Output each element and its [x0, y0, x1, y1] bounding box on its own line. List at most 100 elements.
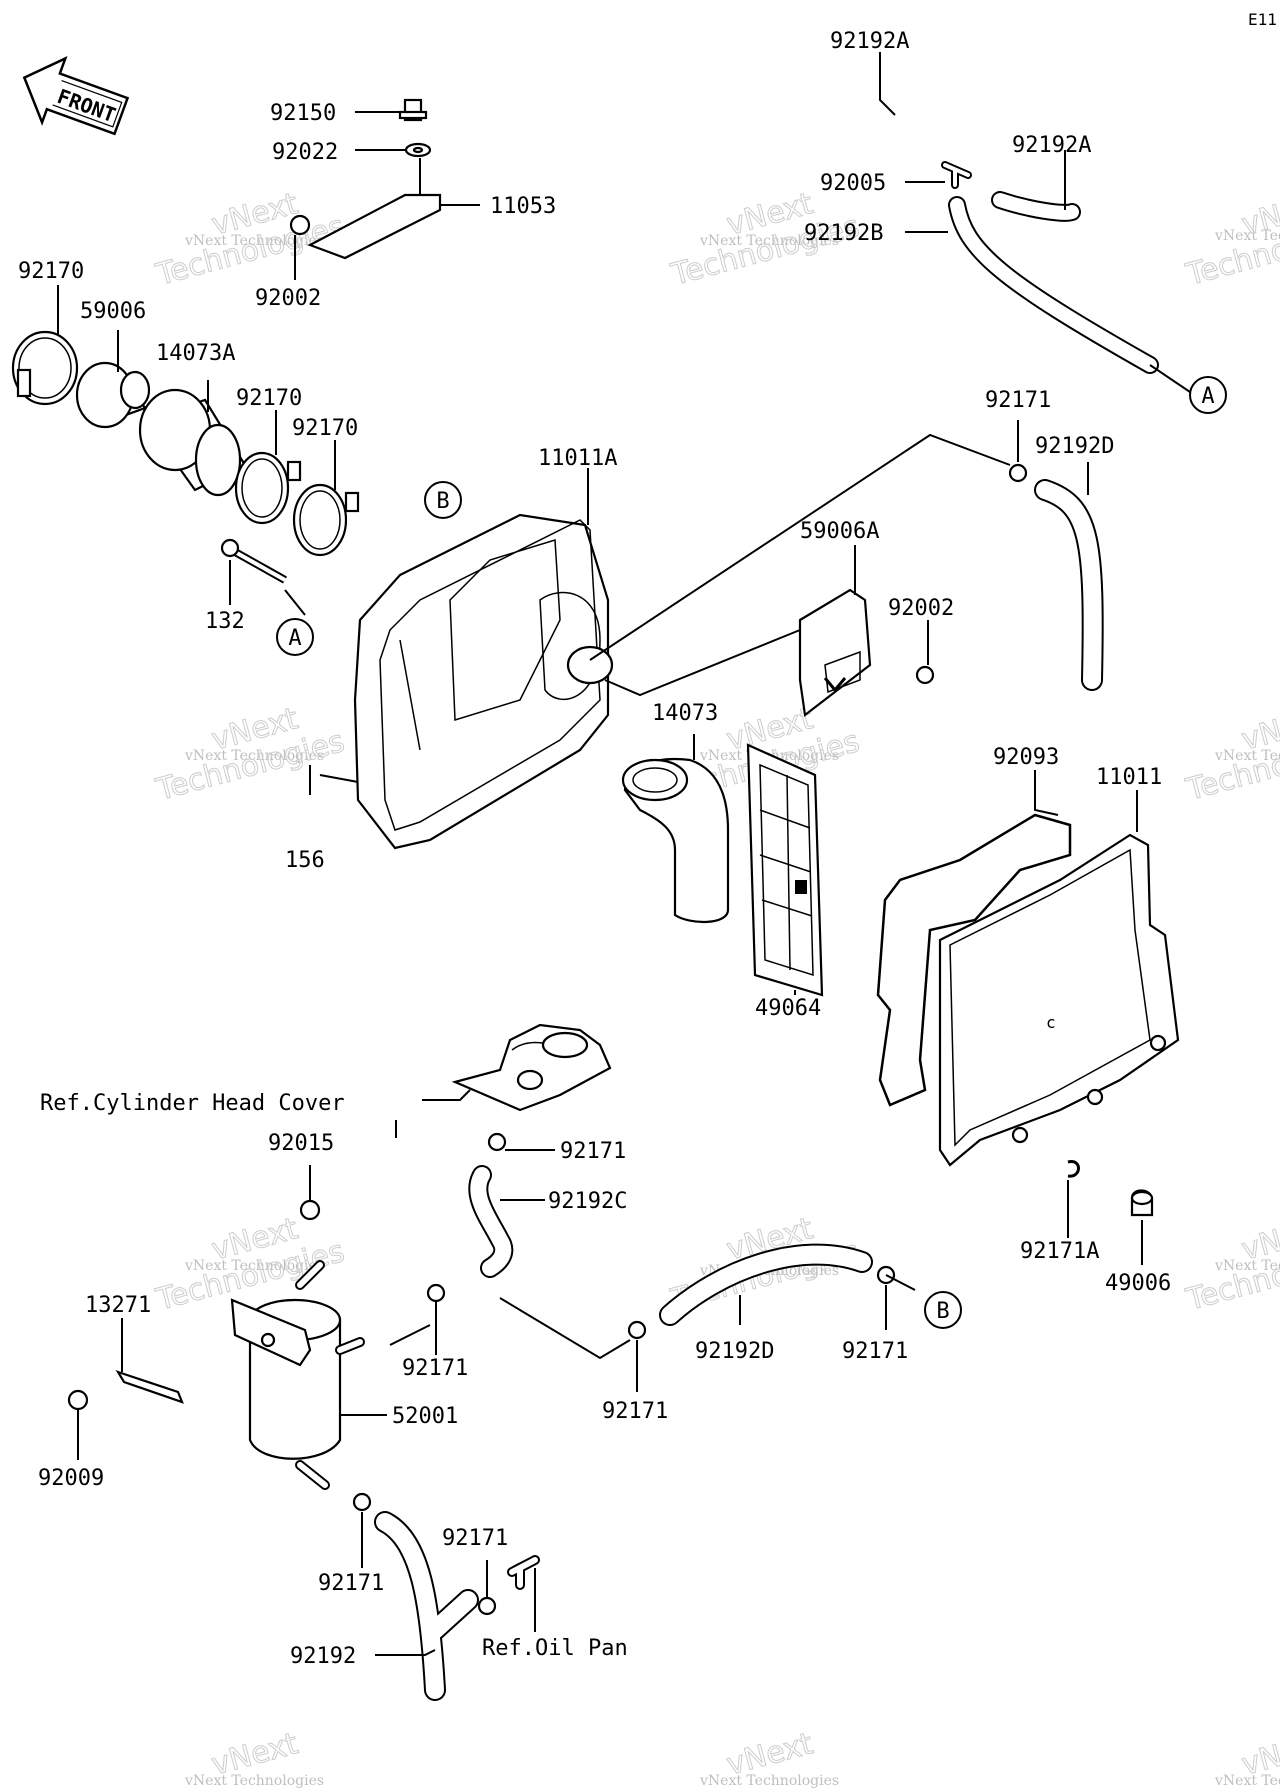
part-label: 92093 — [993, 745, 1059, 770]
front-arrow-icon: FRONT — [22, 56, 130, 136]
clamp-92171-center — [627, 1320, 647, 1340]
watermark-text: vNext Technologies — [1214, 228, 1280, 244]
page-code: E11 — [1248, 10, 1277, 29]
clamp-92171-drain — [477, 1596, 497, 1616]
breather-hose-92192B — [948, 196, 1159, 374]
part-label: 59006 — [80, 299, 146, 324]
watermark-text: vNext Technologies — [699, 1773, 839, 1789]
part-label: 92171A — [1020, 1239, 1099, 1264]
part-label: 11011A — [538, 446, 617, 471]
callout-B-bottom: B — [924, 1291, 962, 1329]
part-label: 92192A — [830, 29, 909, 54]
part-label: 92192D — [1035, 434, 1114, 459]
part-label: 13271 — [85, 1293, 151, 1318]
breather-hose-92192D-top — [1034, 479, 1104, 691]
clip-92171A — [1067, 1160, 1080, 1178]
clamp-92171-lower — [352, 1492, 372, 1512]
part-label: Ref.Oil Pan — [482, 1636, 628, 1661]
watermark-text: vNext Technologies — [699, 233, 839, 249]
part-label: 92171 — [442, 1526, 508, 1551]
callout-B-housing: B — [424, 481, 462, 519]
cover-59006A — [798, 588, 872, 718]
bolt-92002-top — [289, 214, 311, 236]
cap-49006 — [1130, 1189, 1154, 1217]
part-label: 92170 — [236, 386, 302, 411]
callout-letter: A — [1201, 384, 1214, 409]
part-label: 52001 — [392, 1404, 458, 1429]
sleeve-59006 — [75, 361, 151, 429]
part-label: 92170 — [18, 259, 84, 284]
callout-A-top: A — [1189, 376, 1227, 414]
air-cleaner-cover-11011: c — [938, 833, 1180, 1167]
watermark-text: vNext Technologies — [1214, 1773, 1280, 1789]
part-label: 92171 — [842, 1339, 908, 1364]
callout-A-housing: A — [276, 618, 314, 656]
part-label: 92022 — [272, 140, 338, 165]
callout-letter: B — [436, 489, 449, 514]
plate-13271 — [115, 1370, 184, 1404]
watermark-text: vNext Technologies — [184, 233, 324, 249]
bolt-132 — [220, 538, 287, 584]
part-labels: 92192A 92192A 92005 92192B 92150 92022 1… — [18, 29, 1171, 1669]
part-label: 11011 — [1096, 765, 1162, 790]
svg-text:c: c — [1046, 1013, 1056, 1032]
part-label: Ref.Cylinder Head Cover — [40, 1091, 345, 1116]
callout-letter: B — [936, 1299, 949, 1324]
part-label: 92192A — [1012, 133, 1091, 158]
part-label: 14073 — [652, 701, 718, 726]
clamp-92170-left — [11, 330, 79, 406]
watermark-text: vNext Technologies — [184, 1773, 324, 1789]
leader-lines — [57, 52, 1191, 1656]
breather-hose-92192C — [468, 1165, 514, 1278]
clamp-92170-mid2 — [292, 483, 360, 557]
washer-92022 — [404, 142, 432, 158]
part-label: 92192B — [804, 221, 883, 246]
separator-52001 — [230, 1260, 365, 1490]
part-label: 92150 — [270, 101, 336, 126]
part-label: 92002 — [888, 596, 954, 621]
oil-pan-fitting-ref — [507, 1555, 540, 1590]
part-label: 92171 — [602, 1399, 668, 1424]
bolt-92009 — [67, 1389, 89, 1411]
bolt-92002-right — [915, 665, 935, 685]
part-label: 92192 — [290, 1644, 356, 1669]
part-label: 49064 — [755, 996, 821, 1021]
cylinder-head-cover-ref — [451, 1023, 612, 1112]
duct-14073A — [138, 388, 247, 497]
part-label: 92171 — [402, 1356, 468, 1381]
breather-hose-92192D-bottom — [659, 1243, 873, 1326]
part-label: 92170 — [292, 416, 358, 441]
part-label: 59006A — [800, 519, 879, 544]
part-label: 49006 — [1105, 1271, 1171, 1296]
bolt-92150 — [398, 98, 428, 122]
nut-92015 — [299, 1199, 321, 1221]
air-cleaner-housing-11011A — [353, 513, 614, 850]
part-label: 11053 — [490, 194, 556, 219]
bracket-11053 — [307, 193, 442, 260]
watermark-text: vNext Technologies — [1214, 748, 1280, 764]
part-label: 92002 — [255, 286, 321, 311]
part-label: 92005 — [820, 171, 886, 196]
duct-14073 — [621, 757, 730, 924]
part-label: 92015 — [268, 1131, 334, 1156]
part-label: 92192D — [695, 1339, 774, 1364]
element-49064 — [746, 743, 824, 997]
part-label: 156 — [285, 848, 325, 873]
part-label: 92171 — [318, 1571, 384, 1596]
breather-hose-92192A-right — [991, 191, 1081, 222]
watermark-text: vNext Technologies — [184, 748, 324, 764]
clamp-92171-top — [1008, 463, 1028, 483]
part-label: 92192C — [548, 1189, 627, 1214]
part-label: 92171 — [985, 388, 1051, 413]
clamp-92171-tank — [426, 1283, 446, 1303]
watermark-text: vNext Technologies — [184, 1258, 324, 1274]
watermark-text: vNext Technologies — [1214, 1258, 1280, 1274]
part-label: 92009 — [38, 1466, 104, 1491]
clamp-92170-mid1 — [234, 451, 302, 525]
part-label: 132 — [205, 609, 245, 634]
gasket-92093 — [876, 813, 1072, 1107]
part-label: 14073A — [156, 341, 235, 366]
part-label: 92171 — [560, 1139, 626, 1164]
drain-hose-92192 — [374, 1511, 479, 1701]
